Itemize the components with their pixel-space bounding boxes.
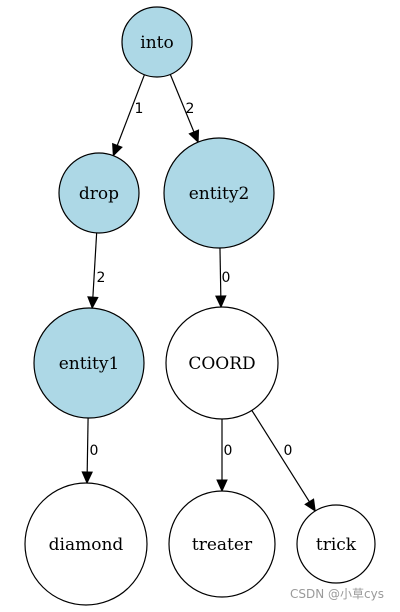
edges-layer: 1 2 2 0 0 0 0: [81, 74, 316, 513]
edge-line: [251, 410, 310, 503]
edge-line: [219, 247, 222, 297]
node-coord: COORD: [165, 306, 279, 420]
edge-label: 2: [97, 270, 106, 286]
node-label: entity1: [59, 354, 120, 374]
node-label: into: [140, 33, 173, 53]
node-trick: trick: [296, 504, 376, 584]
node-entity1: entity1: [33, 307, 145, 419]
edge-entity2-coord: 0: [215, 247, 231, 309]
edge-into-drop: 1: [112, 74, 146, 157]
edge-label: 0: [90, 443, 99, 459]
node-circle: [296, 504, 376, 584]
watermark-text: CSDN @小草cys: [290, 587, 384, 601]
node-circle: [58, 152, 140, 234]
edge-into-entity2: 2: [169, 74, 200, 144]
edge-line: [116, 74, 146, 146]
edge-drop-entity1: 2: [87, 232, 106, 310]
edge-label: 0: [284, 443, 293, 459]
node-label: entity2: [189, 184, 250, 204]
arrowhead-icon: [188, 129, 200, 144]
node-circle: [121, 6, 193, 78]
edge-line: [86, 417, 89, 473]
edge-label: 0: [224, 443, 233, 459]
node-circle: [168, 490, 276, 598]
node-label: diamond: [49, 535, 124, 555]
edge-entity1-diamond: 0: [81, 417, 99, 485]
edge-coord-treater: 0: [216, 419, 233, 493]
node-drop: drop: [58, 152, 140, 234]
node-label: trick: [316, 535, 357, 555]
node-circle: [24, 482, 148, 606]
node-diamond: diamond: [24, 482, 148, 606]
edge-line: [169, 74, 195, 133]
edge-label: 0: [222, 270, 231, 286]
nodes-layer: into drop entity2 entity1 COORD diamond treate…: [24, 6, 376, 606]
node-entity2: entity2: [163, 137, 275, 249]
node-circle: [165, 306, 279, 420]
edge-label: 2: [186, 101, 195, 117]
arrowhead-icon: [87, 296, 99, 310]
edge-coord-trick: 0: [251, 410, 316, 513]
arrowhead-icon: [215, 295, 227, 309]
node-label: COORD: [188, 354, 255, 374]
node-circle: [33, 307, 145, 419]
arrowhead-icon: [216, 479, 228, 493]
node-circle: [163, 137, 275, 249]
edge-line: [92, 232, 98, 298]
node-into: into: [121, 6, 193, 78]
arrowhead-icon: [81, 471, 93, 485]
node-label: drop: [79, 184, 119, 204]
arrowhead-icon: [112, 142, 123, 157]
arrowhead-icon: [304, 498, 316, 513]
edge-label: 1: [135, 101, 144, 117]
node-treater: treater: [168, 490, 276, 598]
node-label: treater: [192, 535, 253, 555]
